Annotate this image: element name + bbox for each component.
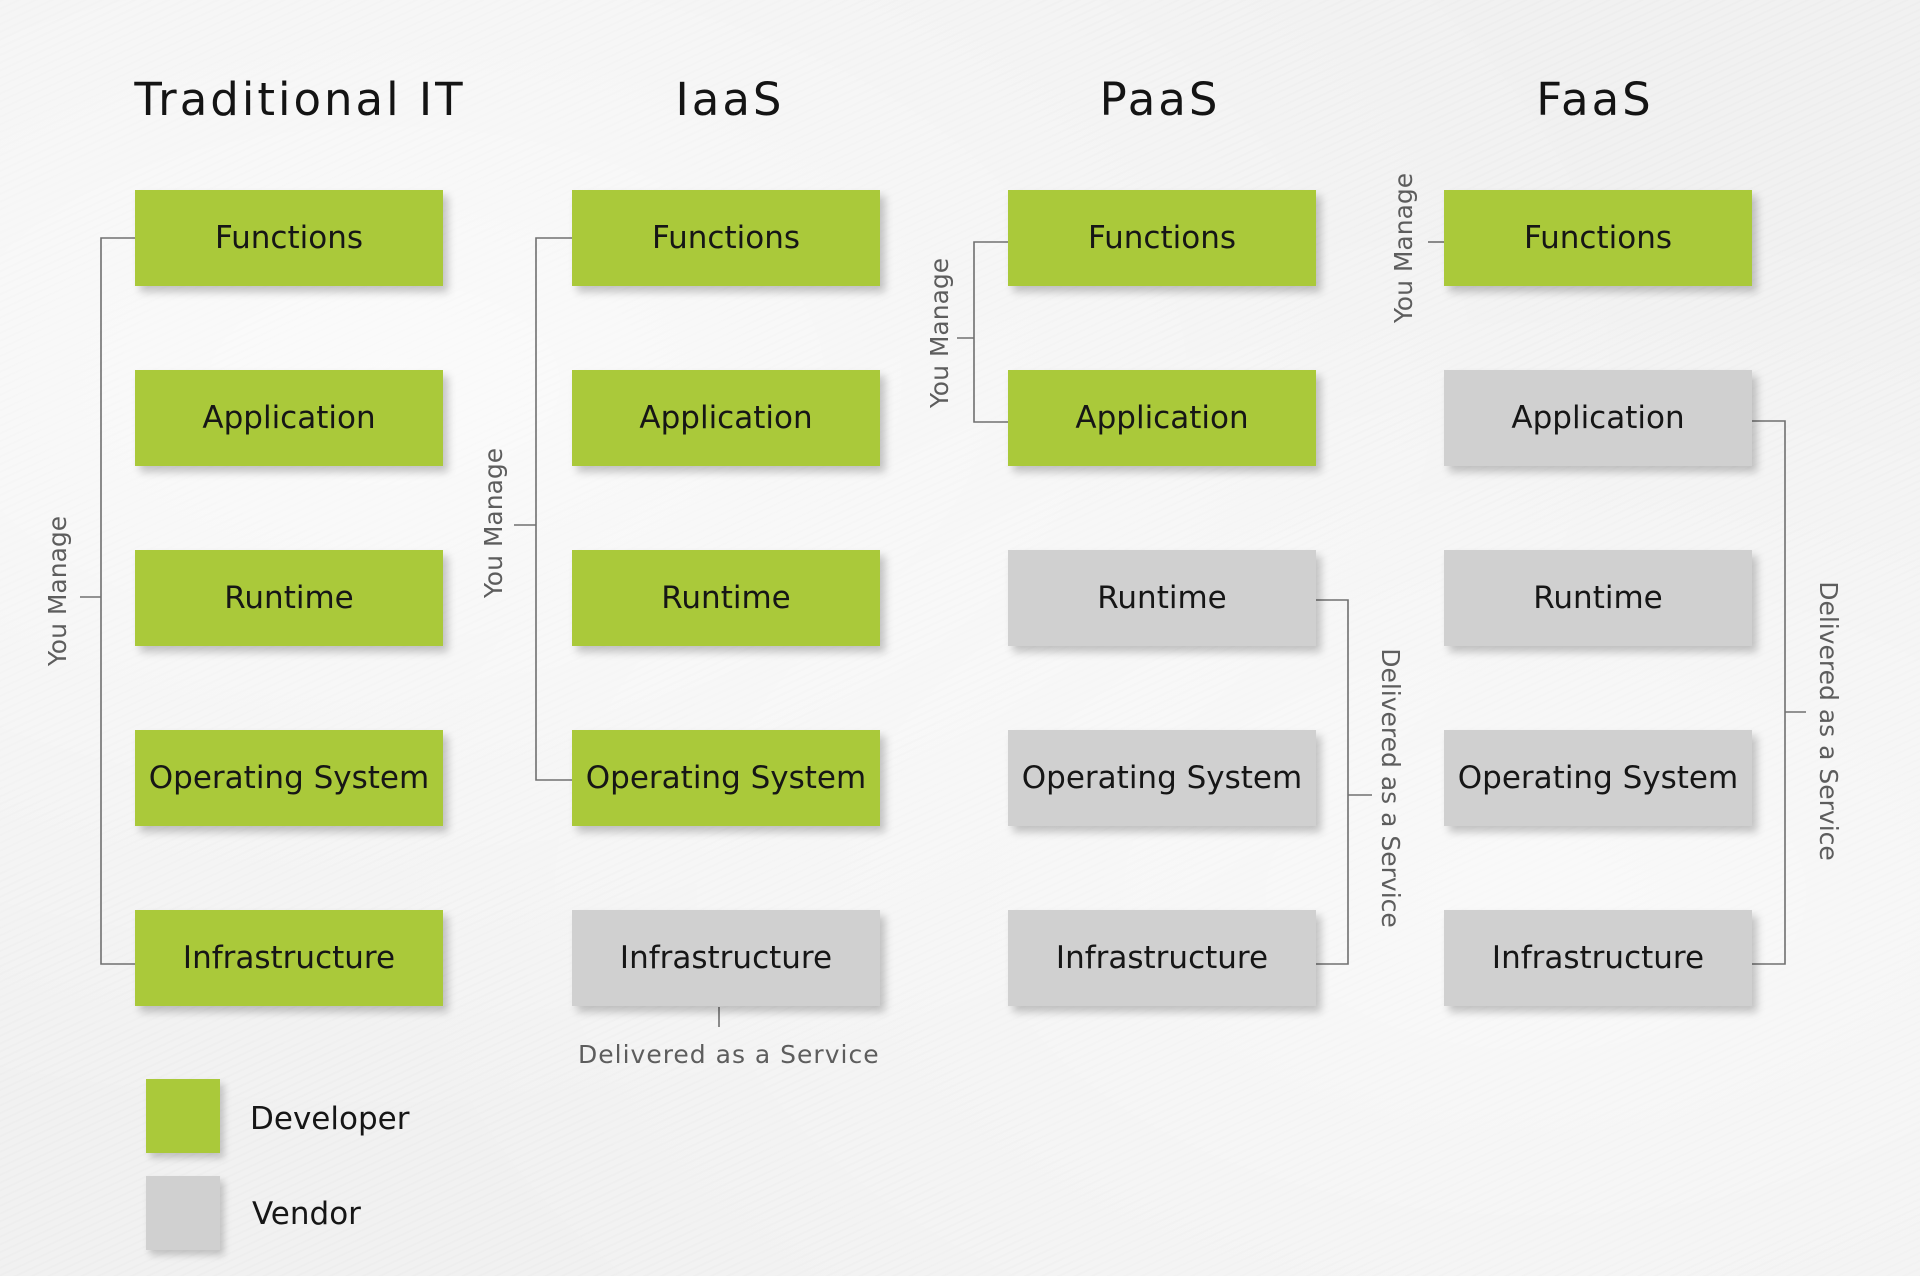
bracket-traditional-you-manage bbox=[100, 237, 135, 965]
legend-vendor-swatch bbox=[146, 1176, 220, 1250]
traditional-layer-runtime: Runtime bbox=[135, 550, 443, 646]
paas-layer-runtime: Runtime bbox=[1008, 550, 1316, 646]
faas-layer-functions: Functions bbox=[1444, 190, 1752, 286]
faas-layer-runtime: Runtime bbox=[1444, 550, 1752, 646]
legend-developer-label: Developer bbox=[250, 1101, 410, 1137]
faas-delivered-label: Delivered as a Service bbox=[1814, 581, 1843, 861]
traditional-layer-infrastructure: Infrastructure bbox=[135, 910, 443, 1006]
traditional-layer-functions: Functions bbox=[135, 190, 443, 286]
traditional-you-manage-label: You Manage bbox=[43, 515, 72, 667]
column-title-paas: PaaS bbox=[1099, 73, 1221, 126]
bracket-faas-delivered bbox=[1752, 420, 1786, 965]
paas-layer-application: Application bbox=[1008, 370, 1316, 466]
iaas-layer-functions: Functions bbox=[572, 190, 880, 286]
legend-developer-swatch bbox=[146, 1079, 220, 1153]
faas-layer-infrastructure: Infrastructure bbox=[1444, 910, 1752, 1006]
bracket-iaas-you-manage bbox=[535, 237, 572, 781]
column-title-iaas: IaaS bbox=[675, 73, 785, 126]
iaas-layer-operating-system: Operating System bbox=[572, 730, 880, 826]
iaas-layer-infrastructure: Infrastructure bbox=[572, 910, 880, 1006]
paas-layer-infrastructure: Infrastructure bbox=[1008, 910, 1316, 1006]
iaas-layer-runtime: Runtime bbox=[572, 550, 880, 646]
column-title-faas: FaaS bbox=[1536, 73, 1654, 126]
faas-layer-application: Application bbox=[1444, 370, 1752, 466]
paas-you-manage-label: You Manage bbox=[925, 257, 954, 409]
column-title-traditional-it: Traditional IT bbox=[134, 73, 466, 126]
faas-layer-operating-system: Operating System bbox=[1444, 730, 1752, 826]
iaas-layer-application: Application bbox=[572, 370, 880, 466]
traditional-layer-operating-system: Operating System bbox=[135, 730, 443, 826]
bracket-paas-you-manage bbox=[973, 241, 1008, 423]
bracket-paas-delivered bbox=[1316, 599, 1349, 965]
paas-delivered-label: Delivered as a Service bbox=[1376, 648, 1405, 928]
paas-layer-operating-system: Operating System bbox=[1008, 730, 1316, 826]
iaas-delivered-label: Delivered as a Service bbox=[578, 1040, 880, 1069]
paas-layer-functions: Functions bbox=[1008, 190, 1316, 286]
faas-you-manage-label: You Manage bbox=[1389, 172, 1418, 324]
iaas-you-manage-label: You Manage bbox=[479, 447, 508, 599]
legend-vendor-label: Vendor bbox=[252, 1196, 361, 1232]
traditional-layer-application: Application bbox=[135, 370, 443, 466]
